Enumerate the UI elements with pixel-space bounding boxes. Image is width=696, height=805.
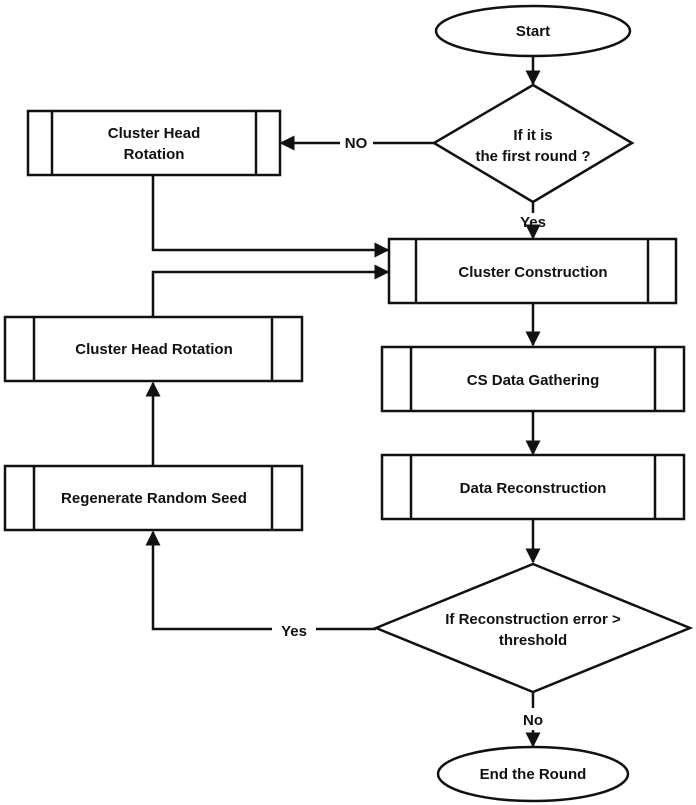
node-cluster-head-rotation-top: Cluster Head Rotation bbox=[26, 109, 282, 177]
node-end: End the Round bbox=[436, 745, 630, 803]
first-round-label-line2: the first round ? bbox=[476, 148, 591, 165]
chr-left-label: Cluster Head Rotation bbox=[75, 341, 233, 358]
edge-label-yes-error: Yes bbox=[281, 623, 307, 640]
node-cluster-construction: Cluster Construction bbox=[387, 237, 678, 305]
node-cs-data-gathering: CS Data Gathering bbox=[380, 345, 686, 413]
error-label-line2: threshold bbox=[499, 632, 567, 649]
first-round-label-line1: If it is bbox=[513, 127, 552, 144]
edge-label-yes-first: Yes bbox=[520, 214, 546, 231]
node-regenerate-random-seed: Regenerate Random Seed bbox=[3, 464, 304, 532]
chr-top-label-line1: Cluster Head bbox=[108, 125, 201, 142]
error-label-line1: If Reconstruction error > bbox=[445, 611, 621, 628]
node-error-decision: If Reconstruction error > threshold bbox=[372, 562, 694, 694]
end-label: End the Round bbox=[480, 766, 587, 783]
edges bbox=[145, 56, 541, 748]
node-cluster-head-rotation-left: Cluster Head Rotation bbox=[3, 315, 304, 383]
regenerate-seed-label: Regenerate Random Seed bbox=[61, 490, 247, 507]
start-label: Start bbox=[516, 23, 550, 40]
cs-data-gathering-label: CS Data Gathering bbox=[467, 372, 600, 389]
node-start: Start bbox=[434, 4, 632, 58]
edge-chr-top-to-construction bbox=[151, 175, 390, 258]
node-data-reconstruction: Data Reconstruction bbox=[380, 453, 686, 521]
cluster-construction-label: Cluster Construction bbox=[458, 264, 607, 281]
edge-error-yes-arrow bbox=[145, 530, 272, 631]
edge-chr-left-to-construction bbox=[151, 264, 390, 316]
data-reconstruction-label: Data Reconstruction bbox=[460, 480, 607, 497]
node-first-round-decision: If it is the first round ? bbox=[431, 83, 635, 204]
chr-top-label-line2: Rotation bbox=[124, 146, 185, 163]
edge-label-no-first: NO bbox=[345, 135, 368, 152]
edge-label-no-error: No bbox=[523, 712, 543, 729]
